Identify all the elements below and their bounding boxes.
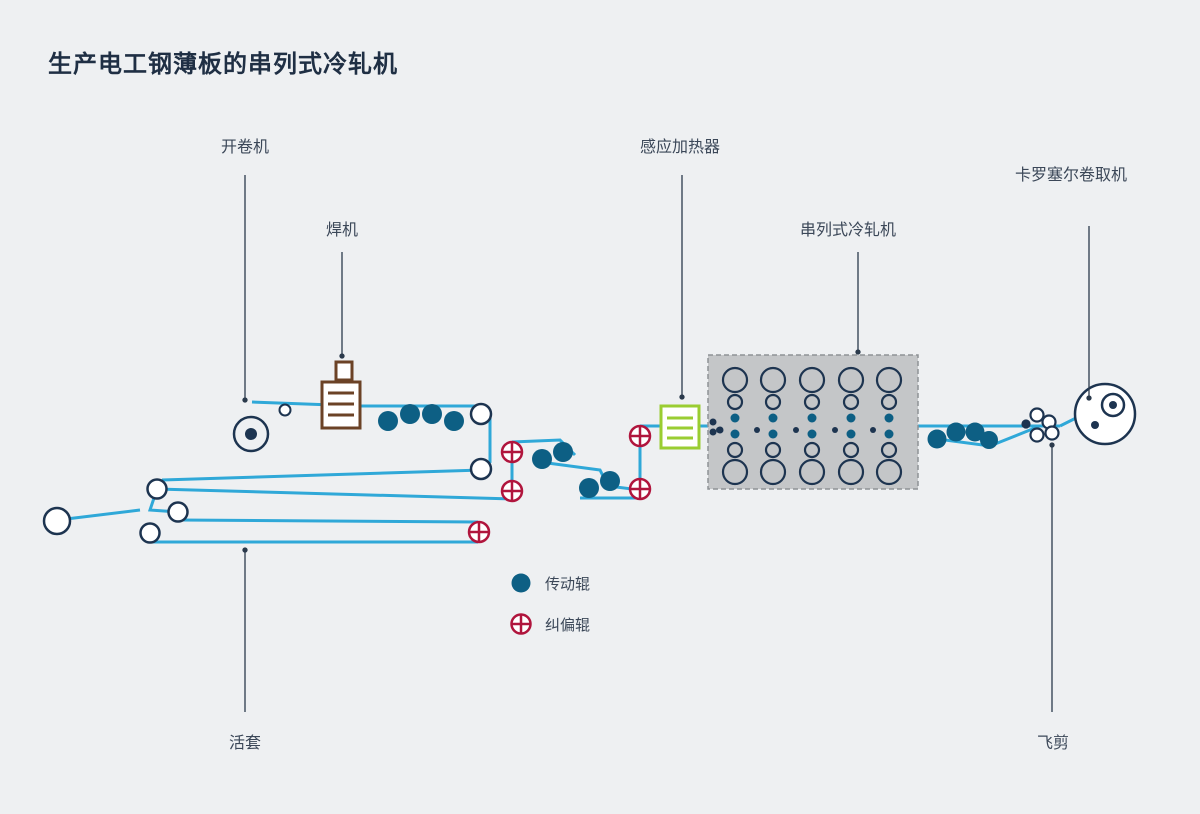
strip-looper-top <box>161 468 483 482</box>
mill-stand <box>870 366 903 486</box>
strip-looper-4 <box>148 530 478 544</box>
drive-roll-group-2 <box>532 442 620 498</box>
label-uncoiler: 开卷机 <box>221 137 269 156</box>
strip-path <box>57 400 1109 544</box>
label-looper: 活套 <box>229 733 261 752</box>
label-welder: 焊机 <box>326 220 358 239</box>
mill-stand <box>754 366 787 486</box>
legend-steering-roll-swatch <box>510 613 532 635</box>
leader-lines <box>242 175 1092 712</box>
strip-looper-1 <box>156 487 513 501</box>
strip-entry <box>57 508 141 522</box>
mill-stands <box>709 366 903 486</box>
label-tandem-mill: 串列式冷轧机 <box>800 220 896 239</box>
legend-drive-roll-label: 传动辊 <box>545 575 590 593</box>
page-title: 生产电工钢薄板的串列式冷轧机 <box>48 50 398 78</box>
label-carrousel-coiler: 卡罗塞尔卷取机 <box>1015 165 1127 184</box>
carrousel-coiler-icon <box>1073 382 1137 446</box>
label-heater: 感应加热器 <box>640 137 720 156</box>
strip-looper-3 <box>177 518 479 524</box>
pinch-roll <box>716 426 724 434</box>
uncoiler <box>232 403 292 453</box>
pinch-roll <box>709 418 717 426</box>
welder-icon <box>320 360 362 430</box>
flying-shear-icon <box>1021 407 1060 443</box>
mill-stand <box>832 366 865 486</box>
drive-roll-group-1 <box>378 404 464 431</box>
drive-roll-group-3 <box>927 422 998 449</box>
pinch-roll <box>709 428 717 436</box>
legend-steering-roll-label: 纠偏辊 <box>545 616 590 634</box>
induction-heater-icon <box>659 404 701 450</box>
legend-drive-roll-swatch <box>511 573 531 593</box>
mill-stand <box>793 366 826 486</box>
steering-rolls <box>467 424 652 544</box>
legend: 传动辊 纠偏辊 <box>510 573 590 635</box>
deflector-rolls <box>42 402 493 544</box>
label-flying-shear: 飞剪 <box>1037 733 1069 752</box>
